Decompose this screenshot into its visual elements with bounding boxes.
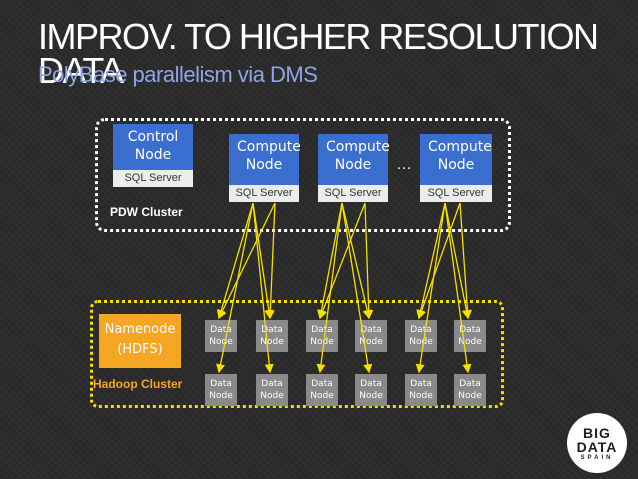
- compute-node-label: Compute Node: [420, 134, 492, 185]
- dms-arrow: [415, 202, 446, 374]
- dms-arrow: [444, 202, 472, 374]
- compute-node-1: Compute Node SQL Server: [229, 134, 301, 202]
- dms-arrow: [252, 202, 274, 320]
- compute-node-sql-server: SQL Server: [420, 185, 492, 202]
- dms-arrow: [316, 202, 343, 320]
- dms-arrow: [416, 202, 446, 320]
- data-node-top: Data Node: [205, 320, 237, 352]
- dms-arrow: [216, 202, 254, 374]
- big-data-spain-logo: BIG DATA SPAIN: [567, 413, 627, 473]
- dms-arrow: [216, 202, 254, 320]
- logo-line-1: BIG: [583, 425, 611, 441]
- slide-title: IMPROV. TO HIGHER RESOLUTION DATA: [38, 16, 599, 91]
- data-node-bottom: Data Node: [405, 374, 437, 406]
- data-node-bottom: Data Node: [256, 374, 288, 406]
- dms-arrow: [218, 202, 276, 320]
- data-node-bottom: Data Node: [306, 374, 338, 406]
- dms-arrow: [252, 202, 274, 374]
- hadoop-cluster-label: Hadoop Cluster: [93, 377, 183, 391]
- logo-line-3: SPAIN: [580, 455, 614, 461]
- data-node-top: Data Node: [454, 320, 486, 352]
- compute-node-label: Compute Node: [229, 134, 301, 185]
- namenode-hdfs: Namenode (HDFS): [99, 314, 181, 368]
- data-node-top: Data Node: [355, 320, 387, 352]
- dms-arrow: [318, 202, 366, 320]
- slide-subtitle: PolyBase parallelism via DMS: [38, 62, 318, 87]
- data-node-top: Data Node: [306, 320, 338, 352]
- data-node-bottom: Data Node: [205, 374, 237, 406]
- logo-line-2: DATA: [576, 439, 618, 455]
- dms-arrow: [364, 202, 374, 320]
- data-node-bottom: Data Node: [454, 374, 486, 406]
- compute-node-sql-server: SQL Server: [229, 185, 299, 202]
- control-node-sql-server: SQL Server: [113, 170, 193, 187]
- compute-node-3: Compute Node SQL Server: [420, 134, 492, 202]
- hadoop-cluster-frame: [90, 300, 504, 408]
- pdw-cluster-label: PDW Cluster: [110, 205, 183, 219]
- data-node-bottom: Data Node: [355, 374, 387, 406]
- dms-arrow: [265, 202, 276, 320]
- dms-arrow: [459, 202, 472, 320]
- compute-node-sql-server: SQL Server: [318, 185, 388, 202]
- dms-arrow: [316, 202, 343, 374]
- data-node-top: Data Node: [405, 320, 437, 352]
- compute-node-2: Compute Node SQL Server: [318, 134, 390, 202]
- dms-arrow: [341, 202, 372, 320]
- control-node-label: Control Node: [113, 124, 193, 170]
- compute-node-ellipsis: …: [396, 156, 412, 173]
- pdw-cluster-frame: [95, 118, 511, 232]
- data-node-top: Data Node: [256, 320, 288, 352]
- dms-arrow: [417, 202, 461, 320]
- control-node: Control Node SQL Server: [113, 124, 193, 187]
- dms-arrow: [444, 202, 471, 320]
- dms-arrow: [341, 202, 373, 374]
- compute-node-label: Compute Node: [318, 134, 390, 185]
